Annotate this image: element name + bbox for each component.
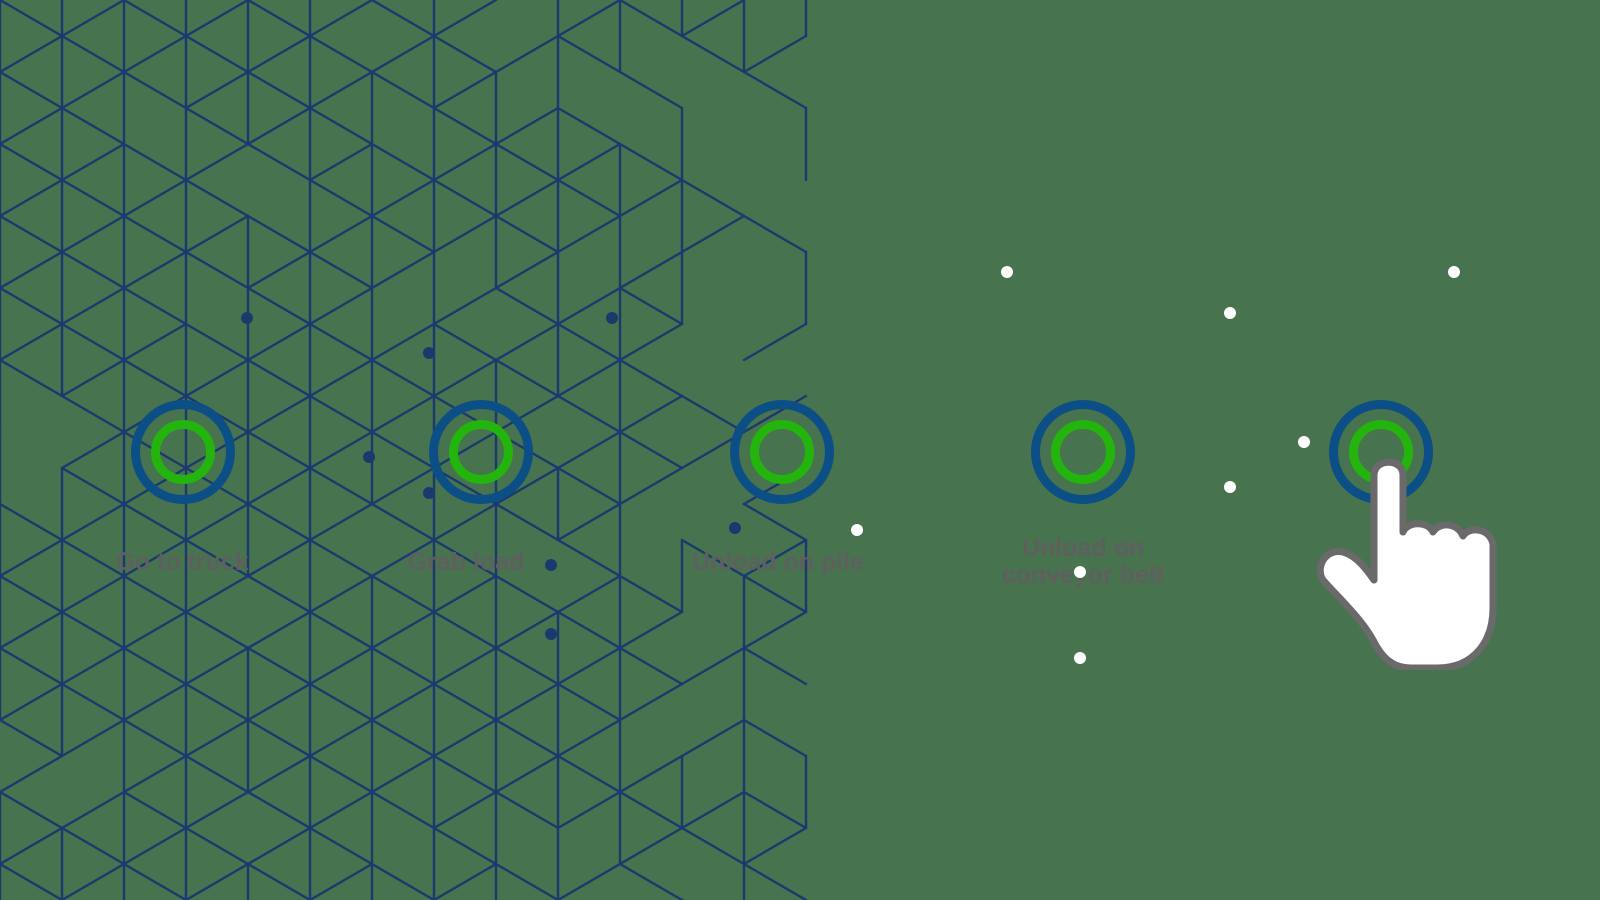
step-4-marker[interactable] — [1031, 400, 1135, 504]
hand-pointer-icon — [1316, 458, 1497, 670]
white-dot — [1074, 566, 1086, 578]
step-3-marker[interactable] — [730, 400, 834, 504]
outer-ring-icon — [131, 400, 235, 504]
white-dot — [1224, 481, 1236, 493]
inner-ring-icon — [151, 420, 215, 484]
white-dot — [1448, 266, 1460, 278]
inner-ring-icon — [750, 420, 814, 484]
outer-ring-icon — [1031, 400, 1135, 504]
step-1-label: Go to truck — [115, 548, 249, 576]
step-4-label: Unload on conveyor belt — [1001, 534, 1165, 589]
outer-ring-icon — [730, 400, 834, 504]
inner-ring-icon — [449, 420, 513, 484]
step-2-marker[interactable] — [429, 400, 533, 504]
white-dot — [1074, 652, 1086, 664]
inner-ring-icon — [1051, 420, 1115, 484]
step-2-label: Grab load — [407, 548, 525, 576]
step-1-marker[interactable] — [131, 400, 235, 504]
white-dot — [851, 524, 863, 536]
white-dot — [1001, 266, 1013, 278]
step-3-label: Unload on pile — [691, 548, 865, 576]
white-dot — [1224, 307, 1236, 319]
outer-ring-icon — [429, 400, 533, 504]
white-dot — [1298, 436, 1310, 448]
